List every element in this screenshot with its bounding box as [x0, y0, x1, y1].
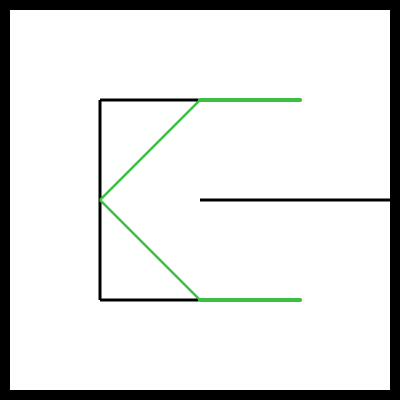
lower-diagonal-line [99, 199, 201, 301]
upper-diagonal-line [99, 99, 201, 201]
